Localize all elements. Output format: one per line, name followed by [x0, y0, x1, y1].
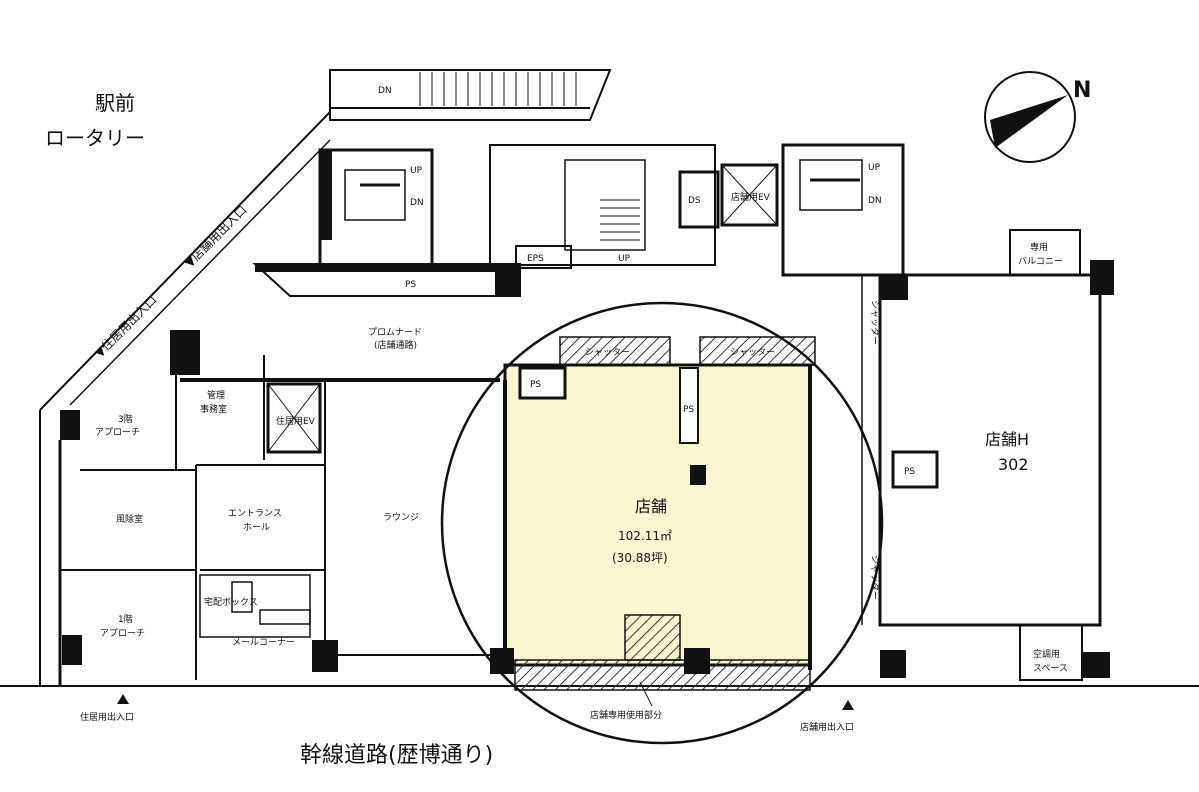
- lobby-block: [58, 355, 500, 686]
- road-label: 幹線道路(歴博通り): [300, 743, 493, 768]
- left-stair-up: UP: [410, 166, 423, 176]
- promenade-sub-label: (店舗通路): [374, 339, 417, 351]
- subject-shop-name: 店舗: [635, 497, 667, 516]
- ac-space-label-2: スペース: [1033, 664, 1068, 674]
- resident-entrance-marker: [117, 694, 129, 704]
- resident-entrance-label: 住居用出入口: [80, 711, 134, 723]
- eps-label: EPS: [527, 254, 544, 264]
- balcony-label-1: 専用: [1030, 241, 1048, 253]
- lounge-label: ラウンジ: [383, 512, 419, 523]
- ps-top-label: PS: [405, 280, 416, 290]
- center-stair-up: UP: [618, 254, 631, 264]
- approach-3f-label-2: アプローチ: [95, 427, 140, 438]
- north-compass: [984, 71, 1076, 163]
- shop-entrance-marker: [842, 700, 854, 710]
- highlight-circle: [440, 301, 884, 745]
- eps-box: [515, 245, 572, 269]
- approach-3f-label-1: 3階: [118, 414, 133, 425]
- shop-h-name: 店舗H: [985, 430, 1029, 449]
- subject-shop: [490, 336, 816, 691]
- approach-1f-label-2: アプローチ: [100, 628, 145, 639]
- management-office-label-1: 管理: [207, 389, 225, 401]
- left-stair-dn: DN: [410, 198, 424, 208]
- shop-ev-label: 店舗用EV: [731, 191, 771, 203]
- entrance-hall-label-1: エントランス: [228, 508, 282, 519]
- shutter-label-1: シャッター: [585, 347, 630, 358]
- resident-ev-label: 住居用EV: [276, 415, 316, 427]
- diagonal-boundary: [39, 111, 331, 686]
- delivery-box-label: 宅配ボックス: [204, 596, 258, 608]
- resident-ev-box: [266, 382, 322, 454]
- shop-entrance-label: 店舗用出入口: [800, 721, 854, 733]
- station-front-label: 駅前: [95, 91, 135, 115]
- shop-entrance-diag-label: ▼店舗用出入口: [182, 203, 249, 270]
- shop-h: [861, 229, 1114, 681]
- shutter-vertical-1: シャッター: [869, 300, 880, 345]
- right-stair-core: [781, 143, 905, 277]
- wind-room-label: 風除室: [116, 513, 143, 525]
- resident-entrance-diag-label: ▼住居用出入口: [92, 293, 159, 360]
- right-stair-dn: DN: [868, 196, 882, 206]
- approach-1f-label-1: 1階: [118, 614, 133, 625]
- right-stair-up: UP: [868, 163, 881, 173]
- subject-ps-label: PS: [530, 380, 541, 390]
- balcony-label-2: バルコニー: [1018, 256, 1063, 267]
- shutter-vertical-2: シャッター: [869, 555, 880, 600]
- rotary-label: ロータリー: [45, 126, 145, 150]
- shop-h-number: 302: [998, 455, 1029, 474]
- mail-corner-label: メールコーナー: [232, 637, 295, 648]
- top-stair-dn: DN: [378, 86, 392, 96]
- subject-shop-area-m2: 102.11㎡: [618, 529, 672, 543]
- ds-box: [678, 170, 720, 229]
- north-label: N: [1073, 78, 1091, 103]
- exclusive-area-label: 店舗専用使用部分: [590, 709, 662, 721]
- subject-ps2-label: PS: [683, 405, 694, 415]
- shop-ev-box: [720, 163, 779, 227]
- top-stair: [329, 69, 612, 121]
- shutter-label-2: シャッター: [730, 347, 775, 358]
- promenade-label: プロムナード: [368, 327, 422, 338]
- shop-h-ps-label: PS: [904, 467, 915, 477]
- entrance-hall-label-2: ホール: [243, 522, 270, 533]
- center-stair: [489, 144, 716, 266]
- management-office-label-2: 事務室: [200, 403, 227, 415]
- ac-space-label-1: 空調用: [1033, 648, 1060, 660]
- subject-shop-area-tsubo: (30.88坪): [612, 551, 668, 565]
- ds-label: DS: [688, 196, 701, 206]
